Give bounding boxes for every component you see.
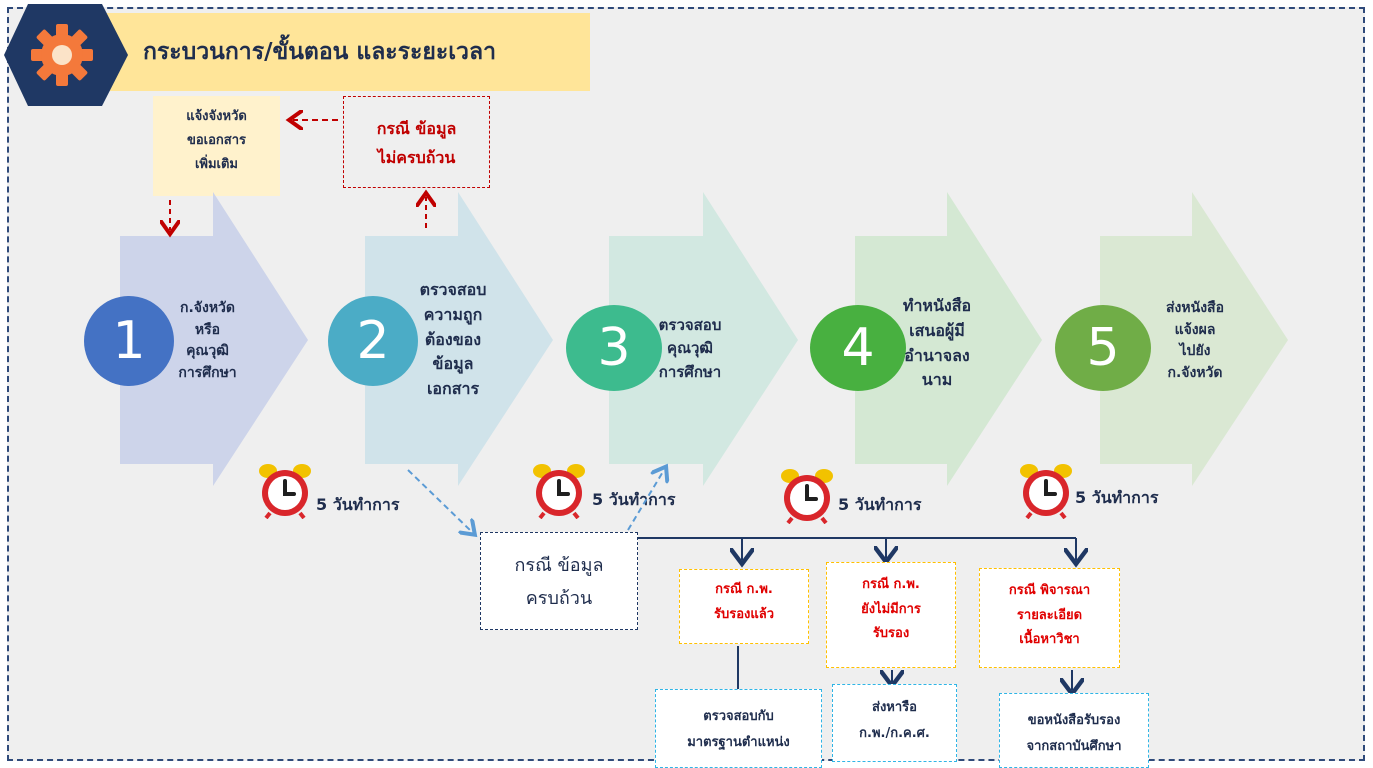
alarm-clock-icon [533,464,585,519]
step-5-number: 5 [1055,305,1151,391]
step-4-label: ทำหนังสือเสนอผู้มีอำนาจลงนาม [902,296,972,390]
step-1-number: 1 [84,296,174,386]
gear-icon [4,4,128,106]
alarm-clock-icon [259,464,311,519]
branch-condition-box: กรณี พิจารณารายละเอียดเนื้อหาวิชา [979,568,1120,668]
incomplete-case-box: กรณี ข้อมูลไม่ครบถ้วน [343,96,490,188]
step-2-number: 2 [328,296,418,386]
duration-label: 5 วันทำการ [592,490,676,509]
alarm-clock-icon [781,469,833,524]
step-1-label: ก.จังหวัดหรือคุณวุฒิการศึกษา [178,300,237,382]
step-3-label: ตรวจสอบคุณวุฒิการศึกษา [658,316,722,381]
duration-label: 5 วันทำการ [838,495,922,514]
title-banner [60,13,590,91]
branch-action-box: ส่งหารือก.พ./ก.ค.ศ. [832,684,957,762]
page-title: กระบวนการ/ขั้นตอน และระยะเวลา [143,39,496,65]
step-2-label: ตรวจสอบความถูกต้องของข้อมูลเอกสาร [419,280,487,399]
branch-condition-box: กรณี ก.พ.ยังไม่มีการรับรอง [826,562,956,668]
request-documents-note: แจ้งจังหวัดขอเอกสารเพิ่มเติม [153,96,280,196]
complete-case-box: กรณี ข้อมูลครบถ้วน [480,532,638,630]
step-4-number: 4 [810,305,906,391]
branch-action-box: ตรวจสอบกับมาตรฐานตำแหน่ง [655,689,822,768]
step-5-label: ส่งหนังสือแจ้งผลไปยังก.จังหวัด [1166,300,1224,382]
branch-action-box: ขอหนังสือรับรองจากสถาบันศึกษา [999,693,1149,768]
alarm-clock-icon [1020,464,1072,519]
duration-label: 5 วันทำการ [1075,488,1159,507]
branch-condition-box: กรณี ก.พ.รับรองแล้ว [679,569,809,644]
duration-label: 5 วันทำการ [316,495,400,514]
step-3-number: 3 [566,305,662,391]
